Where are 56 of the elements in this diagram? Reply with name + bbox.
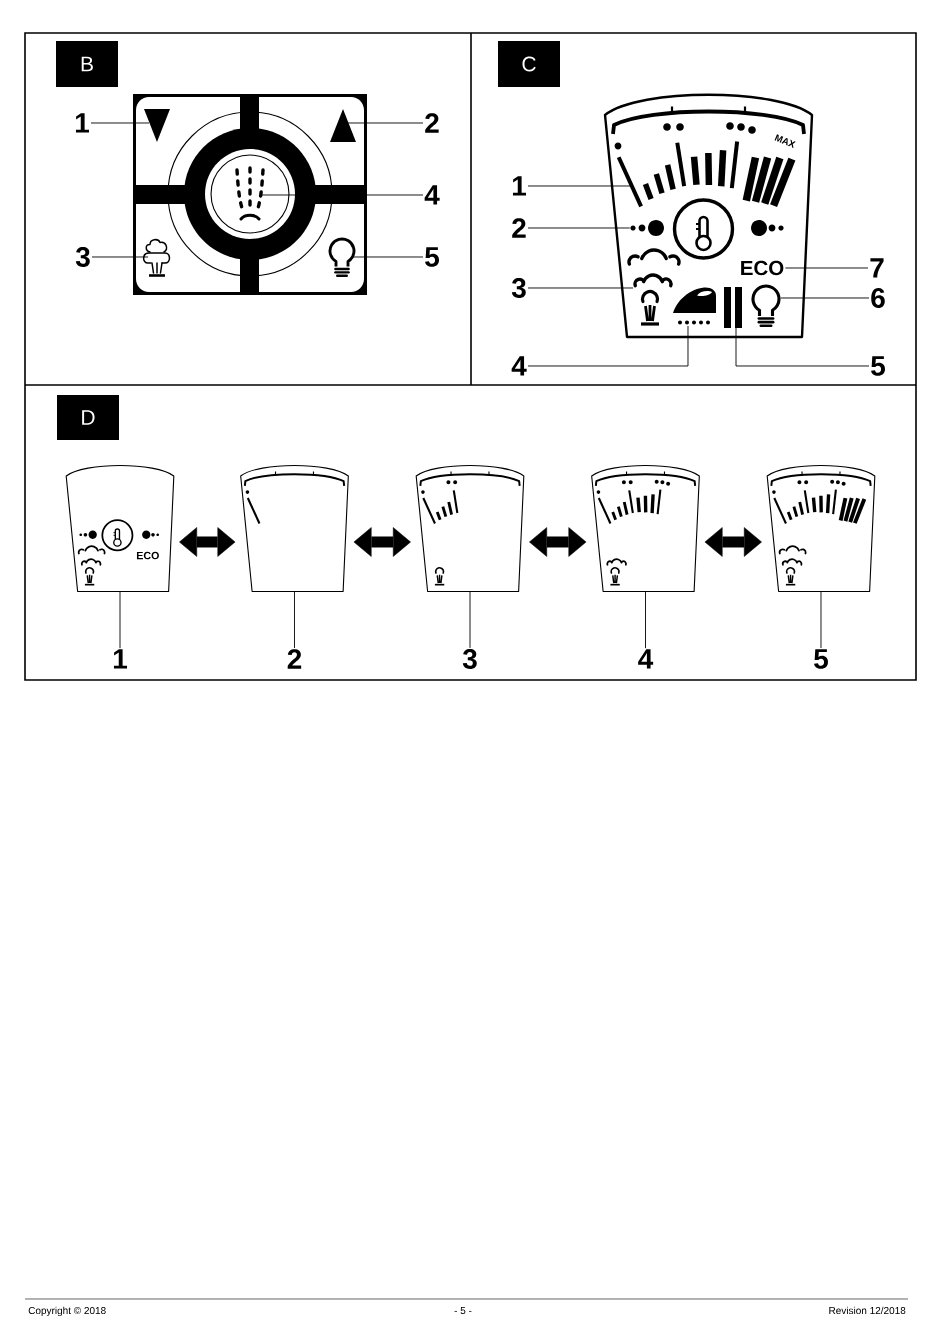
leader-line — [347, 122, 424, 124]
callout-number: 1 — [113, 649, 127, 669]
double-arrow — [704, 527, 762, 557]
down-arrow-icon — [144, 109, 170, 142]
callout-number: 3 — [462, 649, 477, 669]
leader-line — [351, 256, 424, 258]
revision-text: Revision 12/2018 — [829, 1306, 906, 1315]
iron-icon — [673, 287, 716, 325]
copyright-text: Copyright © 2018 — [28, 1306, 106, 1317]
callout-number: 4 — [511, 356, 527, 376]
steam-level-icon — [627, 248, 681, 326]
panel-label: B — [56, 41, 118, 87]
leader-line — [469, 591, 471, 649]
callout-number: 4 — [638, 649, 654, 669]
leader-line — [294, 591, 295, 649]
eco-label: ECO — [137, 551, 159, 560]
callout-number: 2 — [512, 218, 526, 238]
leader-line — [780, 297, 870, 299]
up-arrow-icon — [330, 109, 356, 142]
leader-line — [820, 591, 822, 649]
eco-label: ECO — [741, 260, 784, 276]
double-bar-icon — [724, 287, 742, 328]
leader-line — [261, 194, 424, 196]
callout-number: 5 — [814, 649, 828, 669]
dot-indicator-icon — [630, 220, 664, 236]
double-arrow — [529, 527, 587, 557]
double-arrow — [353, 527, 411, 557]
bulb-icon — [751, 284, 781, 328]
callout-number: 2 — [287, 649, 302, 669]
callout-number: 3 — [75, 247, 90, 267]
page-number: - 5 - — [454, 1307, 472, 1315]
leader-line — [527, 185, 631, 187]
callout-number: 3 — [511, 278, 526, 298]
leader-line — [645, 591, 646, 649]
leader-line — [735, 327, 870, 367]
leader-line — [527, 287, 634, 289]
double-arrow — [179, 527, 236, 557]
callout-number: 2 — [425, 113, 439, 133]
callout-number: 5 — [425, 247, 439, 267]
panel-label: C — [498, 41, 560, 87]
leader-line — [527, 325, 689, 367]
callout-number: 7 — [870, 258, 884, 278]
leader-line — [90, 122, 150, 124]
panel-label: D — [57, 395, 119, 440]
leader-line — [527, 227, 631, 229]
steam-burst-icon — [142, 238, 171, 277]
callout-number: 4 — [424, 185, 440, 205]
callout-number: 5 — [871, 356, 885, 376]
max-label: MAX — [774, 134, 796, 148]
callout-number: 6 — [871, 288, 885, 308]
callout-number: 1 — [75, 113, 89, 133]
leader-line — [784, 267, 869, 269]
leader-line — [91, 256, 149, 258]
leader-line — [119, 591, 121, 649]
callout-number: 1 — [512, 176, 526, 196]
bulb-icon — [328, 237, 356, 277]
